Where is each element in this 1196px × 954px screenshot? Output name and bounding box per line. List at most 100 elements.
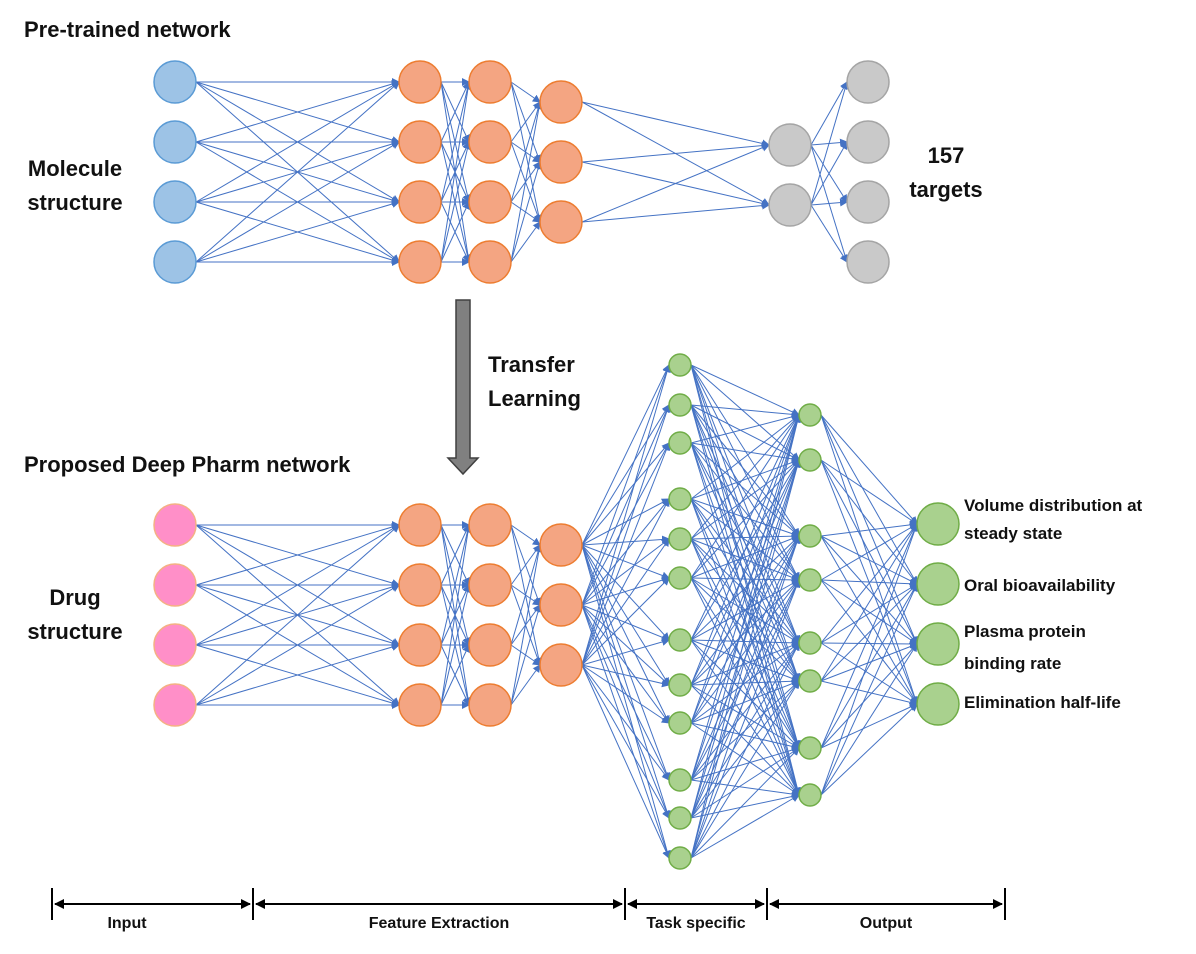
edge — [820, 583, 918, 796]
edge — [690, 404, 800, 461]
edge — [510, 81, 541, 103]
section-label-output: Output — [859, 915, 913, 932]
edge — [820, 459, 918, 585]
task-layer2-node — [798, 631, 822, 655]
edge — [690, 679, 800, 724]
edge — [690, 414, 801, 724]
drug-structure-label: Drug structure — [27, 585, 123, 645]
edge — [690, 364, 800, 461]
edge — [195, 81, 400, 203]
task-layer2-node — [798, 783, 822, 807]
bottom-feature2-node — [468, 683, 512, 727]
section-label-feature-extraction: Feature Extraction — [368, 915, 510, 932]
network-edges — [195, 78, 919, 859]
bottom-input-node — [153, 683, 197, 727]
proposed-network-title: Proposed Deep Pharm network — [24, 452, 351, 477]
bottom-input-node — [153, 563, 197, 607]
edge — [690, 498, 800, 538]
edge — [820, 523, 918, 581]
edge — [581, 604, 671, 859]
edge — [195, 141, 400, 263]
edge — [690, 642, 800, 859]
edge — [581, 404, 670, 546]
edge — [581, 604, 671, 819]
edge — [581, 101, 770, 148]
edge — [690, 442, 800, 581]
edge — [690, 579, 800, 819]
bracket-arrowhead — [255, 899, 265, 909]
bottom-feature2-node — [468, 503, 512, 547]
top-feature3-node — [539, 140, 583, 184]
edge — [510, 101, 541, 143]
edge — [581, 664, 670, 859]
edge — [581, 604, 670, 724]
edge — [690, 364, 800, 581]
edge — [690, 538, 800, 582]
edge — [690, 538, 800, 796]
task-layer1-node — [668, 768, 692, 792]
edge — [510, 664, 541, 706]
edge — [690, 642, 800, 724]
top-input-node — [153, 180, 197, 224]
top-input-node — [153, 60, 197, 104]
edge — [581, 404, 671, 666]
bottom-feature1-node — [398, 623, 442, 667]
edge — [810, 141, 848, 206]
edge — [581, 576, 670, 606]
edge — [690, 538, 800, 749]
task-layer1-node — [668, 846, 692, 870]
edge — [510, 101, 542, 203]
edge — [581, 544, 671, 859]
edge — [690, 577, 800, 796]
bottom-feature3-node — [539, 583, 583, 627]
edge — [690, 412, 800, 444]
edge — [690, 535, 801, 859]
bottom-feature1-node — [398, 683, 442, 727]
bottom-feature1-node — [398, 503, 442, 547]
network-nodes — [153, 60, 960, 870]
edge — [820, 535, 918, 705]
edge — [690, 722, 800, 796]
molecule-structure-label: Molecule structure — [27, 156, 123, 216]
edge — [690, 459, 800, 540]
edge — [820, 523, 918, 682]
edge — [690, 414, 800, 641]
task-layer1-node — [668, 566, 692, 590]
top-feature1-node — [398, 240, 442, 284]
edge — [820, 703, 918, 796]
edge — [195, 643, 400, 706]
edge — [581, 544, 670, 580]
edge — [581, 664, 670, 819]
edge — [820, 535, 918, 645]
edge — [820, 579, 918, 645]
task-layer1-node — [668, 487, 692, 511]
task-layer1-node — [668, 527, 692, 551]
edge — [690, 459, 802, 859]
edge — [195, 81, 400, 263]
edge — [810, 81, 849, 206]
edge — [820, 583, 918, 644]
bottom-input-node — [153, 503, 197, 547]
output-label-volume-distribution: Volume distribution at — [964, 496, 1143, 515]
task-layer1-node — [668, 431, 692, 455]
task-layer1-node — [668, 393, 692, 417]
edge — [440, 524, 472, 646]
output-node — [916, 562, 960, 606]
output-label-oral-bioavailability: Oral bioavailability — [964, 576, 1116, 595]
edge — [690, 535, 801, 819]
task-layer1-node — [668, 711, 692, 735]
top-feature1-node — [398, 180, 442, 224]
top-feature1-node — [398, 120, 442, 164]
edge — [581, 442, 671, 666]
edge — [510, 101, 543, 263]
edge — [690, 747, 800, 819]
edge — [690, 459, 800, 686]
edge — [690, 364, 802, 796]
task-layer2-node — [798, 448, 822, 472]
section-label-task-specific: Task specific — [646, 915, 746, 932]
task-layer2-node — [798, 736, 822, 760]
edge — [690, 414, 802, 819]
edge — [690, 746, 800, 781]
edge — [820, 523, 919, 796]
edge — [581, 498, 670, 546]
